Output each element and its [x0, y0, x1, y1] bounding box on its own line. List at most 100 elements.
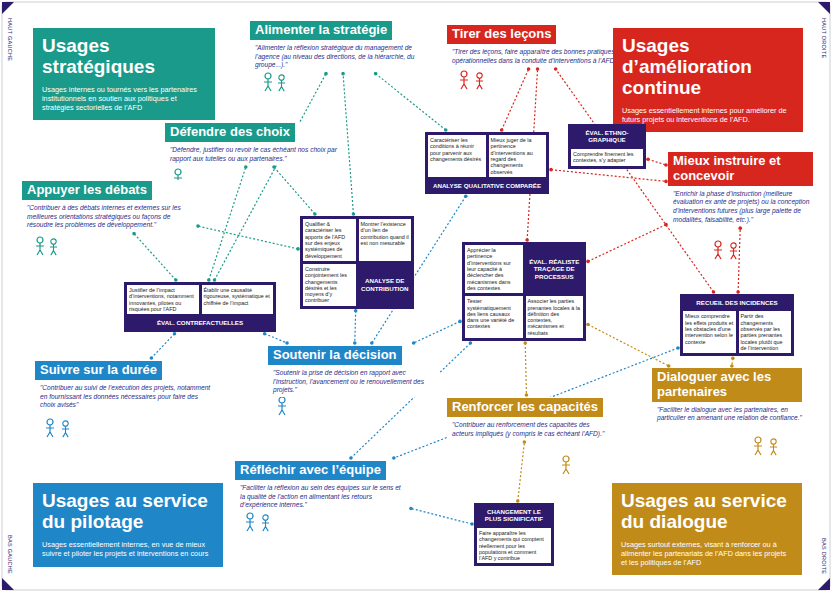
usage-title: Mieux instruire et concevoir [668, 152, 813, 186]
dotted-connector [198, 226, 298, 249]
usage-quote: "Contribuer à des débats internes et ext… [27, 204, 194, 230]
dotted-connector [134, 234, 176, 280]
dotted-connector [274, 167, 315, 214]
category-box: Usages au service du pilotageUsages esse… [33, 483, 223, 567]
connector-group [736, 226, 742, 293]
connector-group [263, 332, 289, 345]
cell-text: Faire apparaître les changements qui com… [479, 530, 549, 562]
connector-dot [173, 332, 177, 336]
method-cell: Justifier de l’impact d’interventions, n… [127, 285, 199, 314]
connector-group [196, 224, 300, 250]
connector-dot [527, 67, 531, 71]
dotted-connector [525, 343, 526, 395]
dotted-connector [343, 74, 353, 214]
dotted-connector [411, 508, 472, 524]
connector-group [412, 320, 462, 345]
category-description: Usages internes ou tournés vers les part… [42, 85, 206, 112]
connector-group [586, 223, 668, 263]
usage-box: Renforcer les capacités "Contribuer au re… [447, 397, 607, 440]
method-heading: ÉVAL. CONTREFACTUELLES [127, 317, 273, 328]
dotted-connector [588, 324, 669, 366]
method-cell: Mieux comprendre les effets produits et … [683, 311, 736, 353]
connector-dot [586, 260, 590, 264]
dotted-connector [551, 170, 666, 182]
dotted-connector [518, 442, 525, 501]
connector-group [409, 507, 474, 526]
usage-box: Dialoguer avec les partenaires"Faciliter… [652, 368, 804, 425]
connector-dot [469, 341, 473, 345]
usage-quote: "Alimenter la réflexion stratégique du m… [255, 44, 430, 70]
dotted-connector [354, 311, 356, 343]
method-box: ANALYSE QUALITATIVE COMPARÉECaractériser… [425, 132, 549, 194]
usage-box: Appuyer les débats"Contribuer à des déba… [22, 180, 196, 232]
category-title: Usages au service du dialogue [621, 491, 793, 533]
connector-dot [646, 158, 650, 162]
corner-label: BAS DROITE [821, 538, 827, 574]
usage-box: Tirer des leçons "Tirer des leçons, faire… [447, 24, 631, 67]
usage-quote: "Défendre, justifier ou revoir le cas éc… [170, 146, 340, 163]
connector-dot [263, 332, 267, 336]
category-description: Usages surtout externes, visant à renfor… [621, 540, 793, 567]
usage-quote: "Tirer des leçons, faire apparaître des … [452, 48, 629, 65]
connector-group [341, 72, 355, 216]
connector-group [646, 158, 668, 167]
dotted-connector [209, 167, 246, 280]
usage-quote: "Contribuer au renforcement des capacité… [452, 421, 605, 438]
cell-text: Comprendre finement les contextes, s’y a… [573, 151, 641, 164]
connector-group [132, 232, 177, 282]
corner-label: HAUT GAUCHE [7, 18, 13, 61]
corner-mark [2, 578, 14, 590]
connector-dot [586, 323, 590, 327]
connector-group [150, 332, 177, 360]
category-title: Usages au service du pilotage [42, 491, 214, 533]
method-cell: Partir des changements observés par les … [739, 311, 792, 353]
method-cell: Qualifier & caractériser les apports de … [303, 219, 356, 261]
cell-text: Tester systématiquement des liens causau… [467, 298, 521, 330]
connector-group [549, 168, 668, 183]
cell-text: Construire conjointement les changements… [305, 266, 354, 304]
method-cell: Montrer l’existence d’un lien de contrib… [359, 219, 412, 261]
corner-label: HAUT DROITE [821, 18, 827, 58]
usage-title: Réfléchir avec l’équipe [235, 461, 386, 480]
connector-group [207, 165, 248, 282]
cell-text: Mieux comprendre les effets produits et … [685, 313, 734, 345]
method-heading: RECUEIL DES INCIDENCES [683, 297, 791, 308]
usage-box: Mieux instruire et concevoir"Enrichir la… [668, 152, 815, 226]
cell-text: Associer les parties prenantes locales à… [528, 298, 582, 336]
corner-mark [818, 578, 830, 590]
dotted-connector [151, 334, 174, 358]
category-box: Usages au service du dialogueUsages surt… [612, 483, 802, 575]
connector-group [523, 341, 528, 397]
corner-label: BAS GAUCHE [7, 535, 13, 574]
connector-dot [464, 195, 468, 199]
method-heading: ÉVAL. RÉALISTE TRAÇAGE DE PROCESSUS [526, 256, 584, 282]
usage-title: Tirer des leçons [447, 25, 556, 44]
method-box: ÉVAL. ETHNO-GRAPHIQUEComprendre finement… [568, 124, 646, 169]
connector-dot [132, 232, 136, 236]
connector-group [353, 309, 357, 345]
cell-text: Établir une causalité rigoureuse, systém… [204, 287, 272, 306]
cell-text: Justifier de l’impact d’interventions, n… [129, 287, 197, 312]
connector-dot [738, 226, 742, 230]
dotted-connector [502, 69, 529, 130]
usage-title: Alimenter la stratégie [250, 21, 392, 40]
cell-text: Qualifier & caractériser les apports de … [305, 221, 354, 259]
dotted-connector [414, 321, 460, 343]
method-cell: Établir une causalité rigoureuse, systém… [202, 285, 274, 314]
connector-dot [354, 309, 358, 313]
method-box: ÉVAL. RÉALISTE TRAÇAGE DE PROCESSUSAppré… [462, 242, 586, 341]
usage-quote: "Faciliter la réflexion au sein des équi… [240, 484, 407, 510]
usage-title: Renforcer les capacités [447, 398, 603, 417]
category-description: Usages essentiellement internes pour amé… [622, 106, 794, 124]
connector-dot [549, 168, 553, 172]
connector-group [374, 72, 448, 132]
category-box: Usages stratégiquesUsages internes ou to… [33, 28, 215, 120]
usage-box: Soutenir la décision"Soutenir la prise d… [268, 345, 440, 397]
cell-text: Mieux juger de la pertinence d’intervent… [491, 137, 545, 175]
usage-title: Soutenir la décision [268, 346, 402, 365]
connector-dot [341, 72, 345, 76]
category-box: Usages d’amélioration continueUsages ess… [613, 28, 803, 132]
usage-box: Suivre sur la durée"Contribuer au suivi … [35, 360, 215, 412]
